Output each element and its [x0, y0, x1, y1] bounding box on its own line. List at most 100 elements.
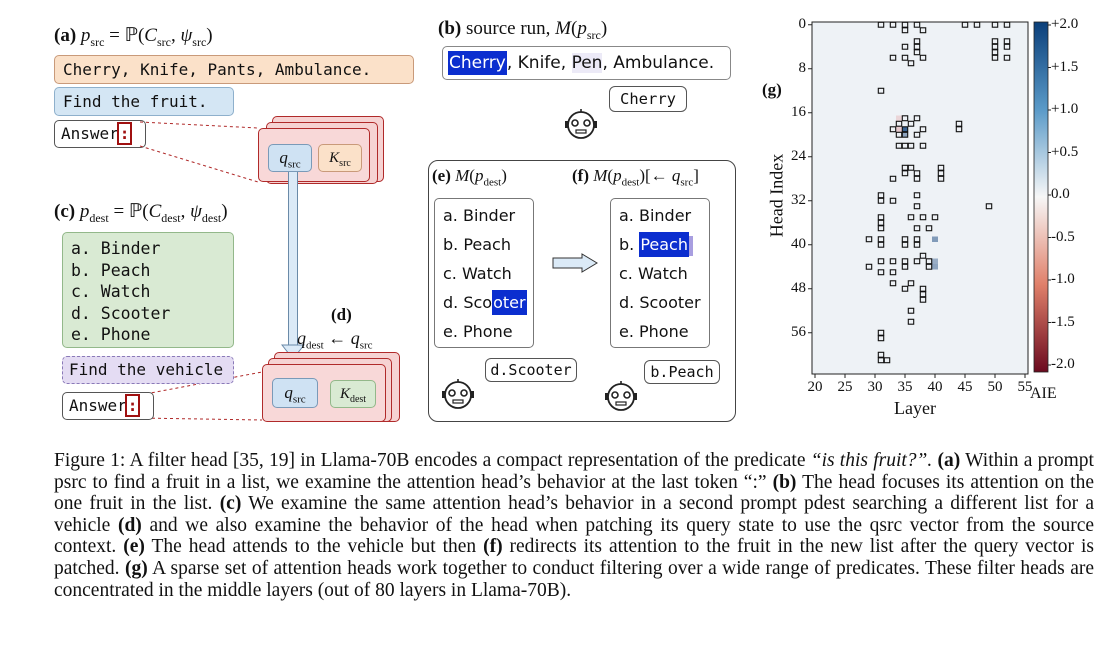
panel-c-label: (c) [54, 201, 76, 222]
redirect-arrow-icon [552, 253, 598, 273]
panel-e-header: (e) M(pdest) [432, 166, 507, 189]
x-tick-label: 45 [957, 379, 973, 395]
caption-figure-label: Figure 1: [54, 450, 126, 471]
x-tick-label: 20 [807, 379, 823, 395]
colorbar-label: AIE [1030, 385, 1057, 402]
f-bubble-text: b.Peach [650, 363, 714, 381]
filter-head-cell [991, 21, 999, 28]
filter-head-cell [877, 241, 885, 248]
filter-head-cell [913, 115, 921, 122]
filter-head-cell [919, 54, 927, 61]
panel-b-label: (b) [438, 18, 462, 39]
e-option: c. Watch [443, 264, 512, 283]
filter-head-cell [895, 131, 903, 138]
filter-head-cell [913, 38, 921, 45]
source-answer-box: Answer: [54, 120, 146, 148]
filter-head-cell [1003, 54, 1011, 61]
filter-head-cell [901, 131, 909, 138]
robot-icon [565, 109, 597, 139]
caption-c-text: We examine the same attention head’s beh… [54, 493, 1095, 536]
figure-caption: Figure 1: A filter head [35, 19] in Llam… [54, 450, 1094, 601]
caption-text: A filter head [35, 19] in Llama-70B enco… [129, 450, 806, 471]
heatmap-cell-value [932, 264, 938, 270]
heatmap-cell-value [896, 126, 902, 132]
heatmap [808, 21, 1051, 378]
colorbar-tick-label: -1.5 [1051, 313, 1075, 330]
filter-head-cell [913, 225, 921, 232]
x-tick-label: 25 [837, 379, 853, 395]
x-tick-label: 50 [987, 379, 1003, 395]
caption-d-text: and we also examine the behavior of the … [54, 514, 1095, 558]
filter-head-cell [901, 170, 909, 177]
panel-b-header: (b) source run, M(psrc) [438, 18, 608, 42]
filter-head-cell [985, 203, 993, 210]
source-run-token: , Ambulance. [602, 53, 715, 73]
panel-f-header: (f) M(pdest)[← qsrc] [572, 166, 699, 189]
filter-head-cell [901, 241, 909, 248]
filter-head-cell [913, 192, 921, 199]
heatmap-cell-value [932, 258, 938, 264]
filter-head-cell [925, 225, 933, 232]
robot-icon [605, 381, 637, 411]
caption-g-text: A sparse set of attention heads work tog… [54, 557, 1094, 601]
filter-head-cell [877, 87, 885, 94]
filter-head-cell [907, 60, 915, 67]
dest-colon-token: : [124, 394, 141, 417]
caption-a-label: (a) [937, 450, 961, 471]
filter-head-cell [877, 225, 885, 232]
f-option-text: b. [619, 235, 640, 254]
heatmap-xlabel: Layer [894, 398, 936, 418]
filter-head-cell [895, 120, 903, 127]
filter-head-cell [907, 318, 915, 325]
y-tick-label: 48 [791, 279, 806, 296]
filter-head-cell [913, 131, 921, 138]
e-option-text: d. Sco [443, 293, 493, 312]
filter-head-cell [877, 351, 885, 358]
filter-head-cell [889, 258, 897, 265]
y-tick-label: 8 [798, 59, 807, 76]
e-bubble-text: d.Scooter [490, 361, 572, 379]
filter-head-cell [973, 21, 981, 28]
y-tick-label: 56 [791, 323, 806, 340]
filter-head-cell [919, 252, 927, 259]
y-tick-label: 32 [791, 191, 806, 208]
filter-head-cell [877, 192, 885, 199]
filter-head-cell [907, 307, 915, 314]
panel-a-label: (a) [54, 25, 77, 46]
panel-e-label: (e) [432, 166, 451, 185]
filter-head-cell [889, 21, 897, 28]
source-k-box: Ksrc [318, 144, 362, 172]
attended-token-cherry: Cherry [448, 51, 507, 75]
filter-head-cell [919, 27, 927, 34]
e-option: e. Phone [443, 322, 513, 341]
colorbar-tick-label: -2.0 [1051, 356, 1075, 372]
filter-head-cell [931, 214, 939, 221]
dest-answer-label: Answer [69, 396, 127, 415]
caption-d-label: (d) [117, 514, 142, 536]
e-speech-bubble: d.Scooter [485, 358, 577, 382]
caption-c-label: (c) [219, 493, 242, 515]
x-tick-label: 35 [897, 379, 913, 395]
source-speech-bubble: Cherry [609, 86, 687, 112]
filter-head-cell [913, 241, 921, 248]
filter-head-cell [877, 236, 885, 243]
e-option: b. Peach [443, 235, 511, 254]
panel-a-header: (a) psrc = ℙ(Csrc, ψsrc) [54, 25, 213, 49]
filter-head-cell [901, 236, 909, 243]
source-run-box: Cherry, Knife, Pen, Ambulance. [442, 46, 731, 80]
filter-head-cell [913, 258, 921, 265]
source-run-token: , Knife, [506, 53, 572, 73]
heatmap-cell-value [896, 115, 902, 121]
dest-option: d. Scooter [71, 303, 171, 323]
patch-arrow-shaft [288, 172, 298, 347]
dest-q-box: qsrc [272, 378, 318, 408]
caption-e-text: The head attends to the vehicle but then [151, 536, 477, 558]
x-tick-label: 40 [927, 379, 943, 395]
panel-c-header: (c) pdest = ℙ(Cdest, ψdest) [54, 201, 228, 225]
dest-instruction-text: Find the vehicle [69, 360, 224, 379]
filter-head-cell [877, 214, 885, 221]
dest-k-box: Kdest [330, 380, 376, 408]
filter-head-cell [895, 142, 903, 149]
caption-b-label: (b) [772, 471, 797, 493]
source-instruction-box: Find the fruit. [54, 87, 234, 116]
